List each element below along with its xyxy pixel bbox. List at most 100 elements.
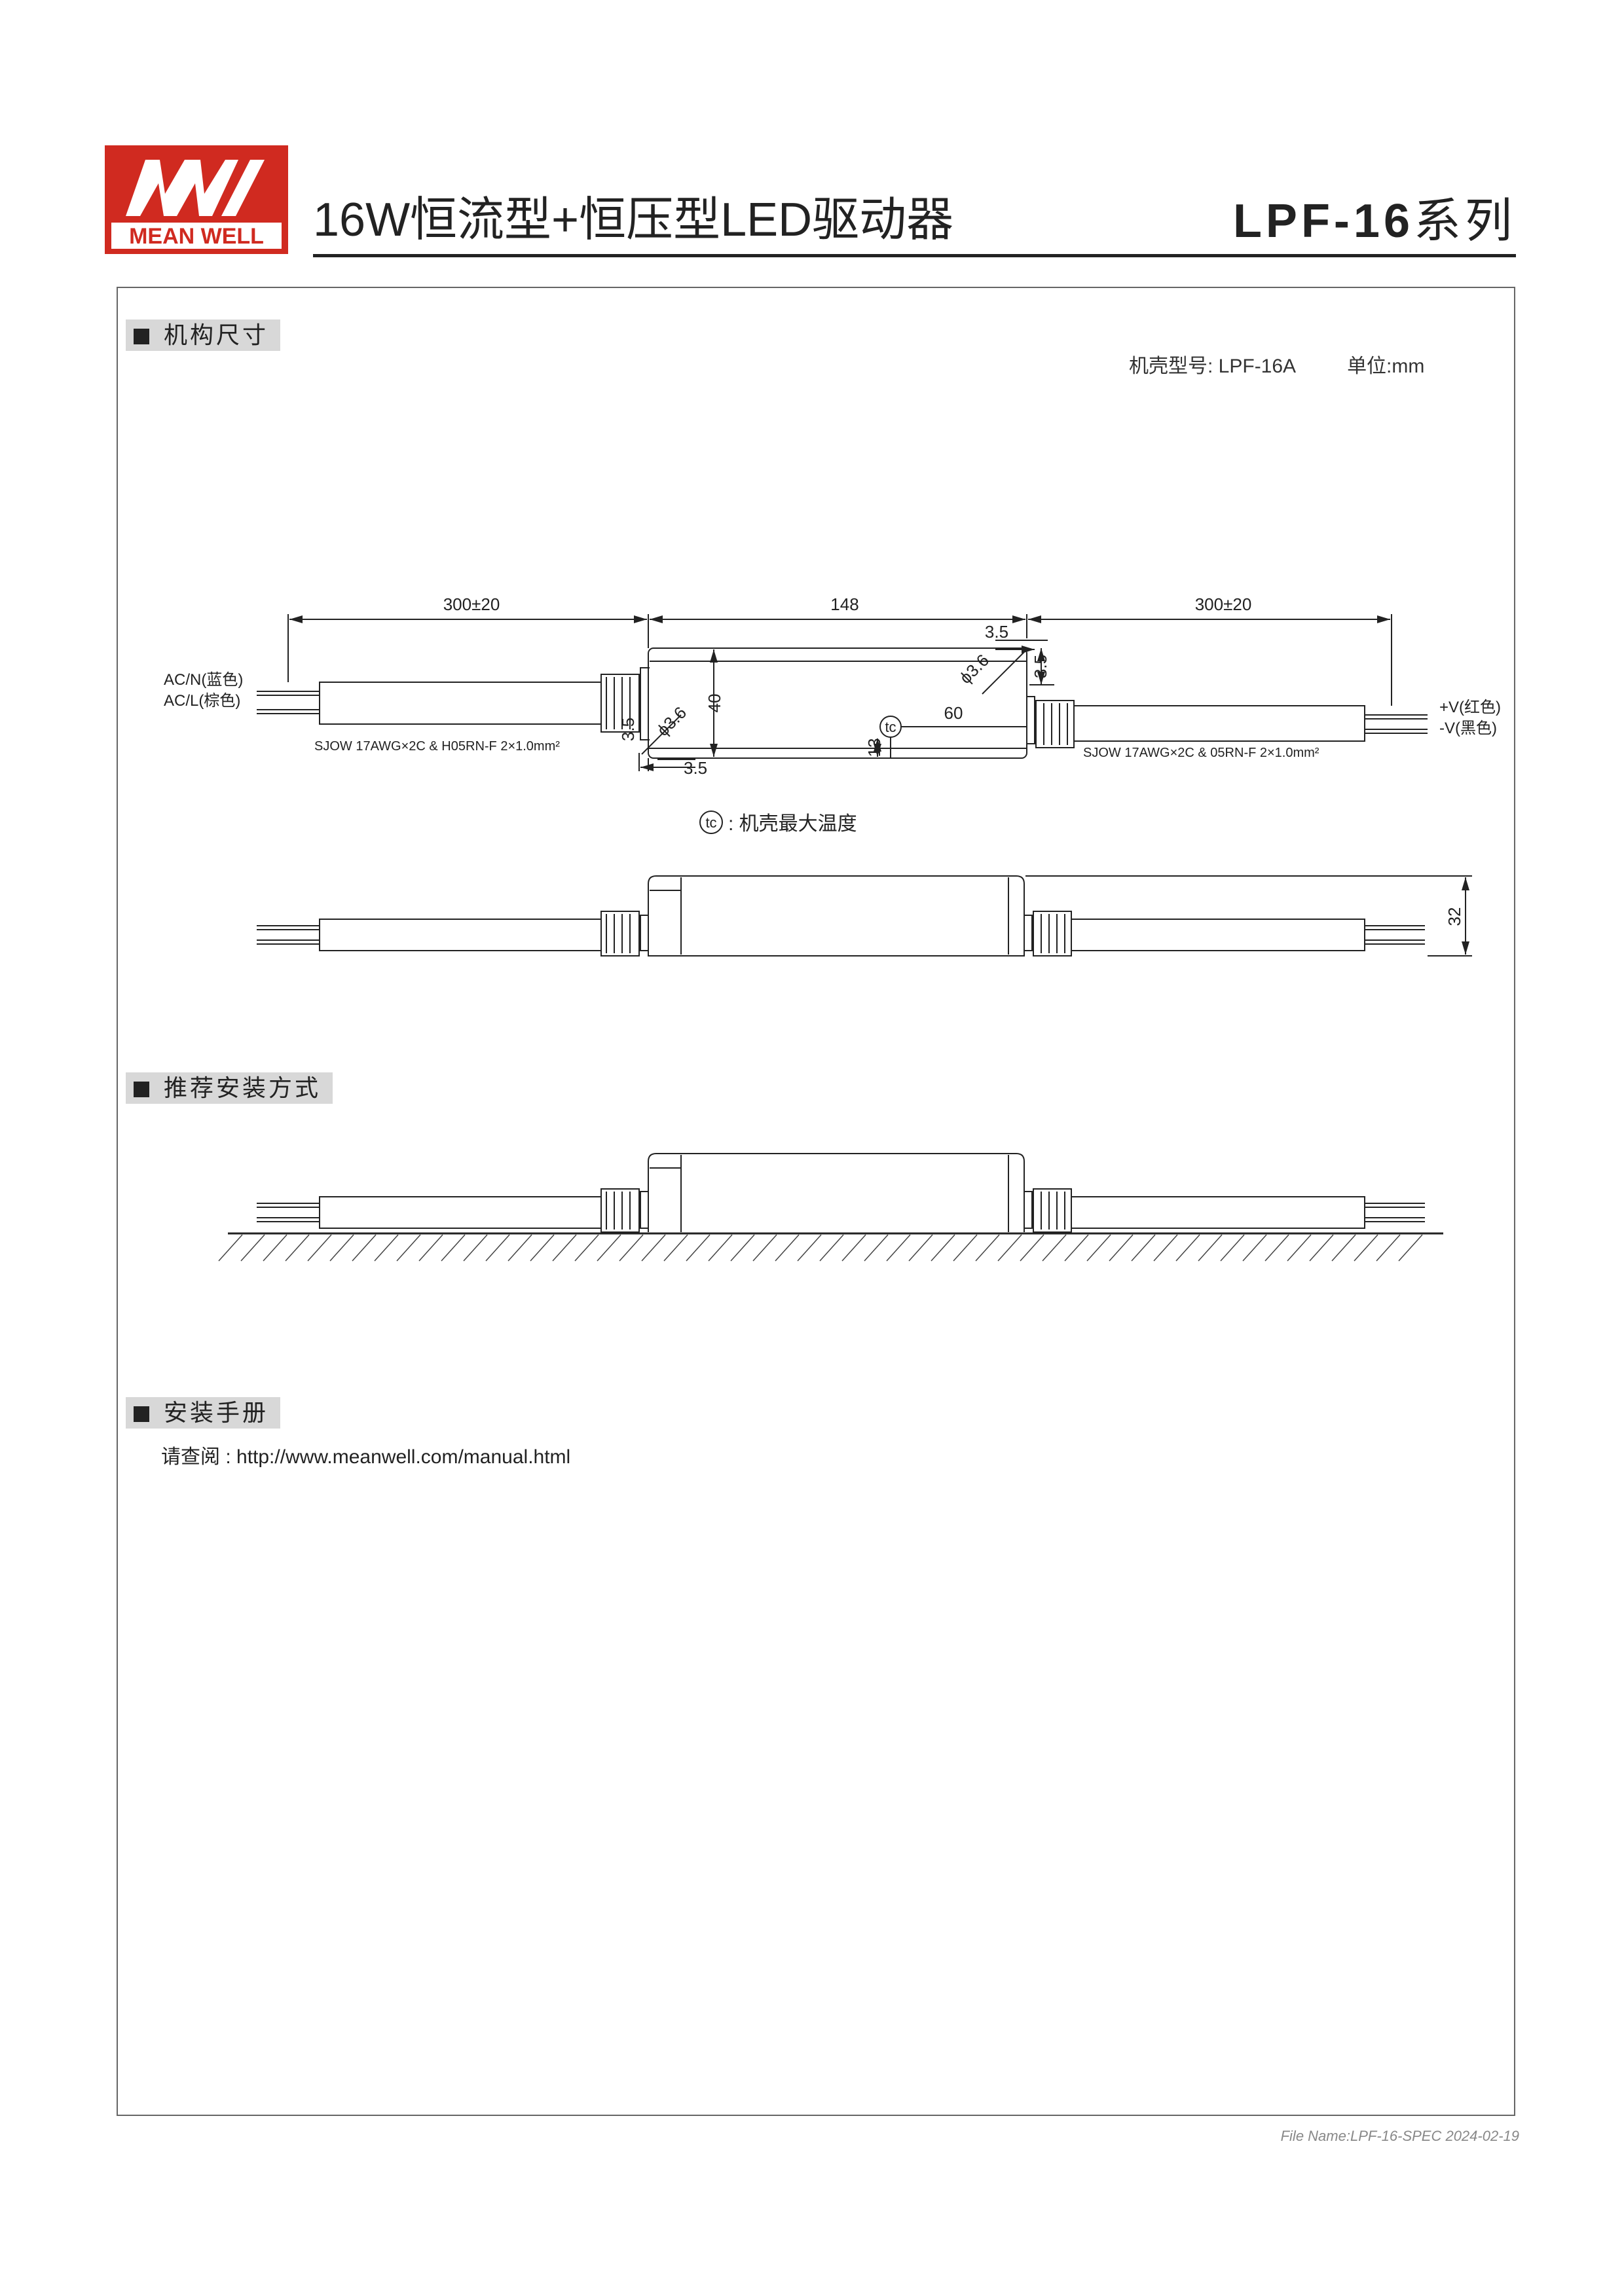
dim-output-lead: 300±20 <box>1195 594 1252 614</box>
hatch-line <box>1020 1234 1044 1262</box>
document-title: 16W恒流型+恒压型LED驱动器 <box>313 194 954 246</box>
hatch-line <box>864 1234 889 1262</box>
case-info: 机壳型号: LPF-16A 单位:mm <box>1129 354 1424 380</box>
dim-body-length: 148 <box>830 594 858 614</box>
input-cable-spec: SJOW 17AWG×2C & H05RN-F 2×1.0mm² <box>314 739 560 754</box>
ac-l-label: AC/L(棕色) <box>164 692 240 710</box>
v-plus-label: +V(红色) <box>1439 699 1501 716</box>
surface-hatching <box>218 1234 1423 1262</box>
output-wires <box>1365 714 1428 734</box>
hatch-line <box>396 1234 421 1262</box>
driver-body-top <box>648 647 1027 759</box>
dim-3-5-right: 3.5 <box>1031 655 1050 678</box>
hatch-line <box>708 1234 733 1262</box>
hatch-line <box>240 1234 265 1262</box>
bullet-square-icon <box>134 1406 149 1422</box>
hatch-line <box>1198 1234 1223 1262</box>
tc-symbol: tc <box>885 719 896 735</box>
hatch-line <box>1264 1234 1289 1262</box>
hatch-line <box>1109 1234 1134 1262</box>
hatch-line <box>1064 1234 1089 1262</box>
series-model: LPF-16 <box>1232 195 1414 247</box>
hatch-line <box>1220 1234 1245 1262</box>
hatch-line <box>485 1234 510 1262</box>
input-cable <box>319 682 601 725</box>
hatch-line <box>1354 1234 1378 1262</box>
tc-note: : 机壳最大温度 <box>728 813 857 835</box>
hatch-line <box>574 1234 599 1262</box>
bullet-square-icon <box>134 1082 149 1097</box>
section-heading-text: 机构尺寸 <box>164 321 269 348</box>
hatch-line <box>530 1234 555 1262</box>
hatch-line <box>1331 1234 1356 1262</box>
dim-3-5-left: 3.5 <box>618 718 638 741</box>
output-strain-relief <box>1027 696 1035 744</box>
file-name: File Name:LPF-16-SPEC 2024-02-19 <box>1280 2128 1519 2144</box>
dim-side-height: 32 <box>1445 907 1464 926</box>
hatch-line <box>1376 1234 1401 1262</box>
content-frame <box>117 287 1515 2116</box>
unit-label: 单位:mm <box>1347 355 1425 377</box>
hatch-line <box>908 1234 933 1262</box>
hatch-line <box>597 1234 621 1262</box>
dim-input-lead: 300±20 <box>443 594 500 614</box>
tc-legend: tc : 机壳最大温度 <box>699 811 857 835</box>
output-gland <box>1035 700 1075 748</box>
hatch-line <box>997 1234 1022 1262</box>
series-title: LPF-16系列 <box>1233 195 1516 247</box>
hatch-line <box>730 1234 755 1262</box>
hatch-line <box>819 1234 844 1262</box>
bullet-square-icon <box>134 329 149 344</box>
dim-tc-height: 13 <box>864 738 884 757</box>
dim-hole-right: ϕ3.6 <box>955 650 993 687</box>
hatch-line <box>352 1234 377 1262</box>
hatch-line <box>641 1234 666 1262</box>
dim-3-5-bottom: 3.5 <box>684 758 707 778</box>
output-cable-spec: SJOW 17AWG×2C & 05RN-F 2×1.0mm² <box>1083 746 1320 760</box>
hatch-line <box>374 1234 399 1262</box>
dim-3-5-top: 3.5 <box>985 622 1008 642</box>
dim-tc-offset: 60 <box>944 703 963 723</box>
hatch-line <box>686 1234 710 1262</box>
driver-body-side <box>648 875 1025 957</box>
hatch-line <box>775 1234 800 1262</box>
hatch-line <box>975 1234 1000 1262</box>
section-heading-mounting: 推荐安装方式 <box>126 1072 333 1104</box>
dimension-drawing: 300±20 148 300±20 AC/N(蓝色) AC/L(棕色) +V(红… <box>164 594 1501 957</box>
v-minus-label: -V(黑色) <box>1439 720 1497 737</box>
hatch-line <box>441 1234 466 1262</box>
mounting-drawing <box>218 1153 1443 1262</box>
hatch-line <box>1086 1234 1111 1262</box>
case-model-label: 机壳型号: LPF-16A <box>1129 355 1297 377</box>
hatch-line <box>418 1234 443 1262</box>
hatch-line <box>1398 1234 1423 1262</box>
hatch-line <box>1131 1234 1156 1262</box>
manual-reference: 请查阅 : http://www.meanwell.com/manual.htm… <box>161 1444 570 1470</box>
hatch-line <box>663 1234 688 1262</box>
hatch-line <box>797 1234 822 1262</box>
hatch-line <box>263 1234 287 1262</box>
svg-text:tc: tc <box>705 814 716 831</box>
hatch-line <box>1309 1234 1334 1262</box>
hatch-line <box>307 1234 332 1262</box>
section-heading-text: 安装手册 <box>164 1399 269 1426</box>
hatch-line <box>953 1234 978 1262</box>
hatch-line <box>329 1234 354 1262</box>
svg-text:MEAN WELL: MEAN WELL <box>129 224 264 249</box>
hatch-line <box>1153 1234 1178 1262</box>
mean-well-logo: MEAN WELL <box>105 145 288 254</box>
hatch-line <box>931 1234 955 1262</box>
tc-legend-icon <box>699 811 723 834</box>
series-suffix: 系列 <box>1413 195 1516 247</box>
hatch-line <box>752 1234 777 1262</box>
input-strain-relief <box>640 667 650 740</box>
manual-link[interactable]: http://www.meanwell.com/manual.html <box>236 1446 571 1468</box>
hatch-line <box>1242 1234 1267 1262</box>
hatch-line <box>552 1234 577 1262</box>
hatch-line <box>1175 1234 1200 1262</box>
driver-body-mount <box>648 1153 1025 1232</box>
input-gland <box>600 674 640 733</box>
hatch-line <box>507 1234 532 1262</box>
hatch-line <box>1287 1234 1312 1262</box>
section-heading-dimensions: 机构尺寸 <box>126 319 281 351</box>
